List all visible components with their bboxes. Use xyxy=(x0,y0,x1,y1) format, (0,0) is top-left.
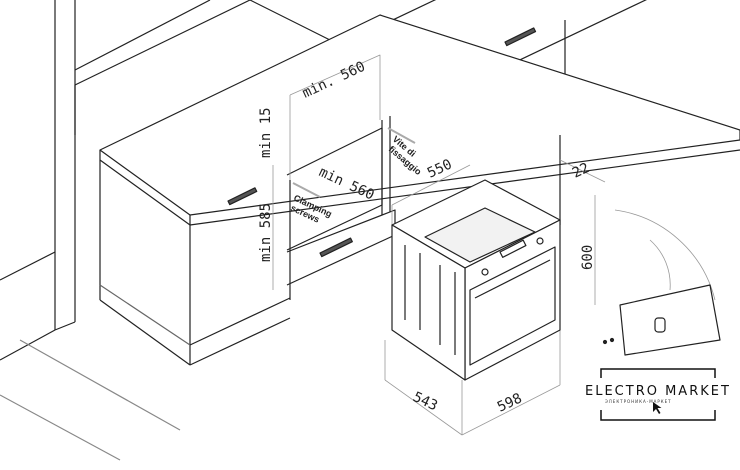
electro-market-logo: ELECTRO MARKET ЭЛЕКТРОНИКА-МАРКЕТ xyxy=(585,368,731,421)
detail-inset xyxy=(602,284,721,356)
oven xyxy=(391,179,561,381)
label-min-width-inner: min 560 xyxy=(316,164,376,203)
arrow-icons xyxy=(292,127,416,198)
wall-column xyxy=(0,0,181,461)
dim-recess-depth: 550 xyxy=(425,156,455,181)
logo-subtitle: ЭЛЕКТРОНИКА-МАРКЕТ xyxy=(605,399,672,404)
logo-text: ELECTRO MARKET xyxy=(585,384,731,399)
label-min-width-top: min. 560 xyxy=(300,59,368,102)
dimension-lines xyxy=(272,54,716,436)
dim-height: 600 xyxy=(580,245,596,270)
dim-front-thickness: 22 xyxy=(570,160,592,182)
label-min-gap: min 15 xyxy=(258,107,274,158)
label-min-height: min 585 xyxy=(258,203,274,262)
dim-width: 598 xyxy=(495,390,525,415)
cursor-icon xyxy=(653,402,662,414)
dim-depth: 543 xyxy=(410,389,440,414)
